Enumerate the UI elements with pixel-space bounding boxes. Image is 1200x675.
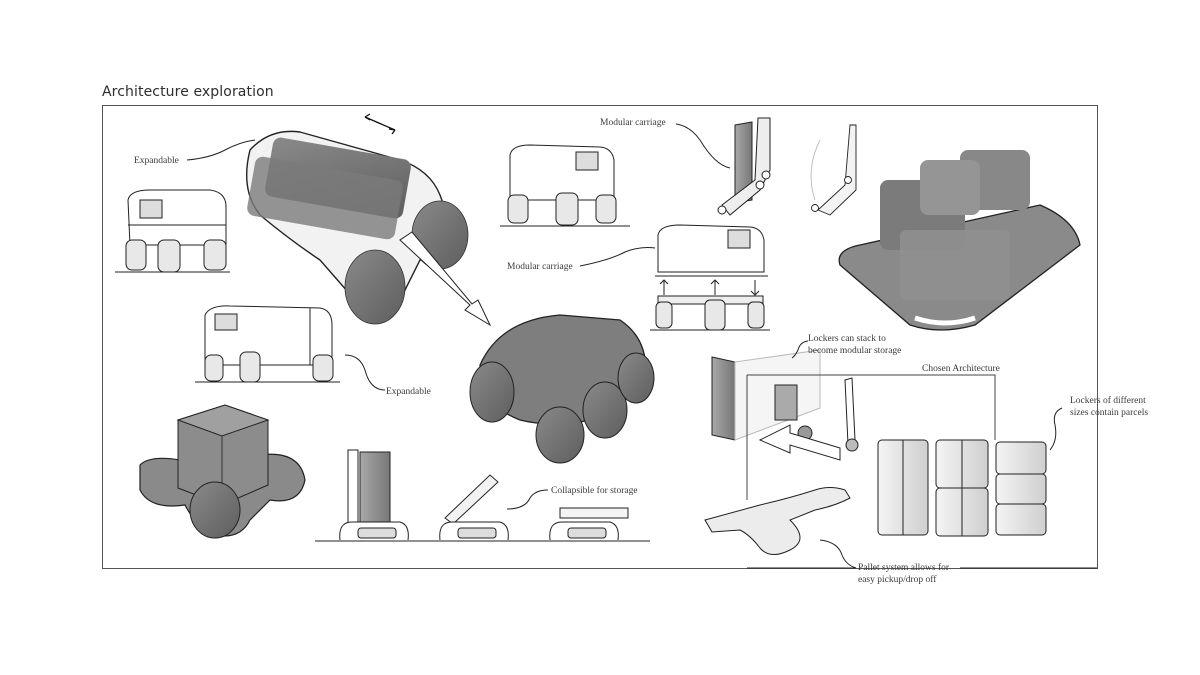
leader-collapsible [506, 489, 549, 510]
sketch-pallet [704, 487, 851, 555]
sketch-track-vehicle [838, 150, 1081, 331]
annotation-modular-carriage-mid: Modular carriage [507, 262, 573, 272]
sketch-six-wheel-vehicle [469, 314, 655, 464]
sketch-locker-wall [711, 349, 859, 461]
sketch-cube-rover [139, 404, 306, 539]
annotation-modular-carriage-top: Modular carriage [600, 118, 666, 128]
leader-expandable-bottom [344, 354, 386, 391]
annotation-lockers-sizes-line1: Lockers of different [1070, 396, 1146, 406]
annotation-lockers-stack-line1: Lockers can stack to [808, 334, 886, 344]
annotation-collapsible: Collapsible for storage [551, 486, 638, 496]
leader-pallet [747, 539, 1097, 569]
sketch-locker-stacks [877, 439, 1047, 537]
sketch-van-side [195, 305, 340, 383]
leader-modular-carriage-top [675, 123, 731, 169]
leader-lockers-sizes [1049, 407, 1063, 451]
sketch-modular-carriage-van [650, 224, 770, 331]
annotation-pallet-line2: easy pickup/drop off [858, 575, 937, 585]
leader-lockers-stack [791, 340, 809, 359]
sketch-van-rear [500, 144, 630, 227]
annotation-expandable-bottom: Expandable [386, 387, 431, 397]
annotation-lockers-sizes: Lockers of different sizes contain parce… [1070, 395, 1148, 419]
chosen-architecture-frame [746, 374, 996, 500]
annotation-lockers-stack-line2: become modular storage [808, 346, 902, 356]
annotation-pallet: Pallet system allows for easy pickup/dro… [858, 562, 949, 586]
sketch-van-front [115, 189, 230, 273]
annotation-expandable-top: Expandable [134, 156, 179, 166]
sketch-modular-carriage-stairs [717, 117, 771, 216]
page-title: Architecture exploration [102, 84, 274, 100]
sketch-folding-carriage [810, 124, 857, 216]
annotation-lockers-sizes-line2: sizes contain parcels [1070, 408, 1149, 418]
sketch-expandable-vehicle [245, 113, 492, 327]
leader-expandable-top [186, 139, 256, 161]
annotation-pallet-line1: Pallet system allows for [858, 563, 950, 573]
annotation-lockers-stack: Lockers can stack to become modular stor… [808, 333, 901, 357]
annotation-chosen-architecture: Chosen Architecture [922, 364, 1000, 374]
sketch-frame [102, 105, 1098, 569]
sketch-collapsible-lockers [315, 449, 650, 542]
leader-modular-carriage-mid [579, 247, 656, 267]
